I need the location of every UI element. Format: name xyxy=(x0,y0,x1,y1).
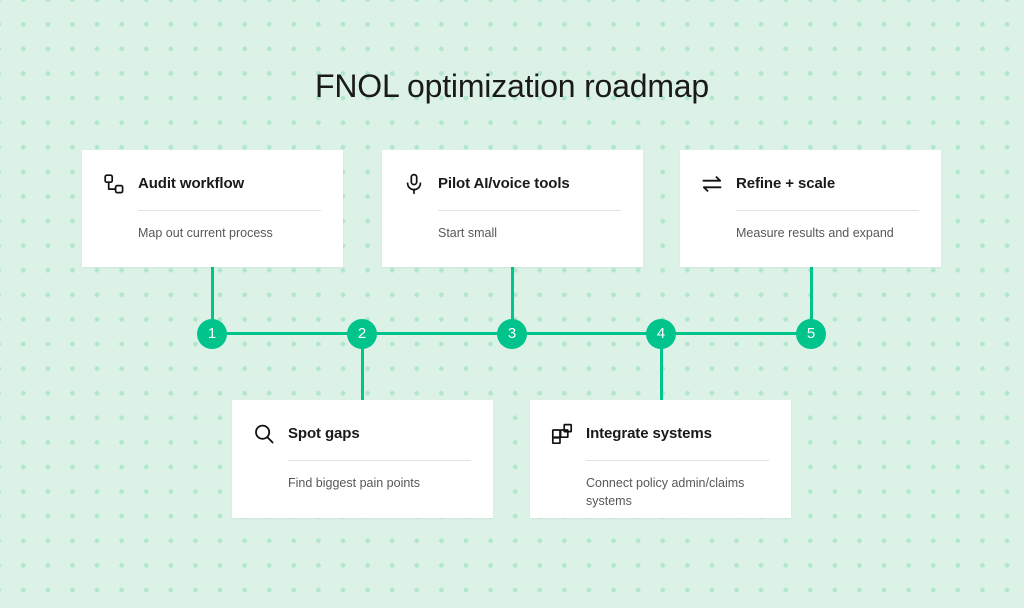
step-card-title: Audit workflow xyxy=(138,175,245,192)
card-divider xyxy=(736,210,919,211)
timeline-rail-1-2 xyxy=(212,332,362,335)
timeline-rail-3-4 xyxy=(512,332,661,335)
step-card-refine-scale[interactable]: Refine + scale Measure results and expan… xyxy=(680,150,941,267)
timeline-node-5[interactable]: 5 xyxy=(796,319,826,349)
timeline-node-2[interactable]: 2 xyxy=(347,319,377,349)
timeline-stem-1 xyxy=(211,267,214,323)
step-card-spot-gaps[interactable]: Spot gaps Find biggest pain points xyxy=(232,400,493,518)
timeline-node-1[interactable]: 1 xyxy=(197,319,227,349)
card-divider xyxy=(138,210,321,211)
card-divider xyxy=(586,460,769,461)
step-card-description: Connect policy admin/claims systems xyxy=(586,476,745,508)
step-card-audit-workflow[interactable]: Audit workflow Map out current process xyxy=(82,150,343,267)
exchange-arrows-icon xyxy=(700,172,724,196)
step-card-title: Pilot AI/voice tools xyxy=(438,175,570,192)
step-card-title: Integrate systems xyxy=(586,425,712,442)
step-card-integrate-systems[interactable]: Integrate systems Connect policy admin/c… xyxy=(530,400,791,518)
step-card-description: Find biggest pain points xyxy=(288,476,421,490)
timeline-stem-4 xyxy=(660,340,663,400)
step-card-pilot-ai-voice-tools[interactable]: Pilot AI/voice tools Start small xyxy=(382,150,643,267)
timeline-rail-4-5 xyxy=(661,332,811,335)
step-card-description: Map out current process xyxy=(138,226,273,240)
timeline-stem-5 xyxy=(810,267,813,323)
workflow-nodes-icon xyxy=(102,172,126,196)
step-card-title: Spot gaps xyxy=(288,425,360,442)
card-divider xyxy=(438,210,621,211)
page-title: FNOL optimization roadmap xyxy=(315,68,709,104)
timeline-stem-3 xyxy=(511,267,514,323)
microphone-icon xyxy=(402,172,426,196)
timeline-node-4[interactable]: 4 xyxy=(646,319,676,349)
step-card-title: Refine + scale xyxy=(736,175,836,192)
step-card-description: Start small xyxy=(438,226,498,240)
timeline-stem-2 xyxy=(361,340,364,400)
timeline-node-3[interactable]: 3 xyxy=(497,319,527,349)
card-divider xyxy=(288,460,471,461)
search-icon xyxy=(252,422,276,446)
blocks-grid-icon xyxy=(550,422,574,446)
timeline-rail-2-3 xyxy=(362,332,512,335)
step-card-description: Measure results and expand xyxy=(736,226,894,240)
